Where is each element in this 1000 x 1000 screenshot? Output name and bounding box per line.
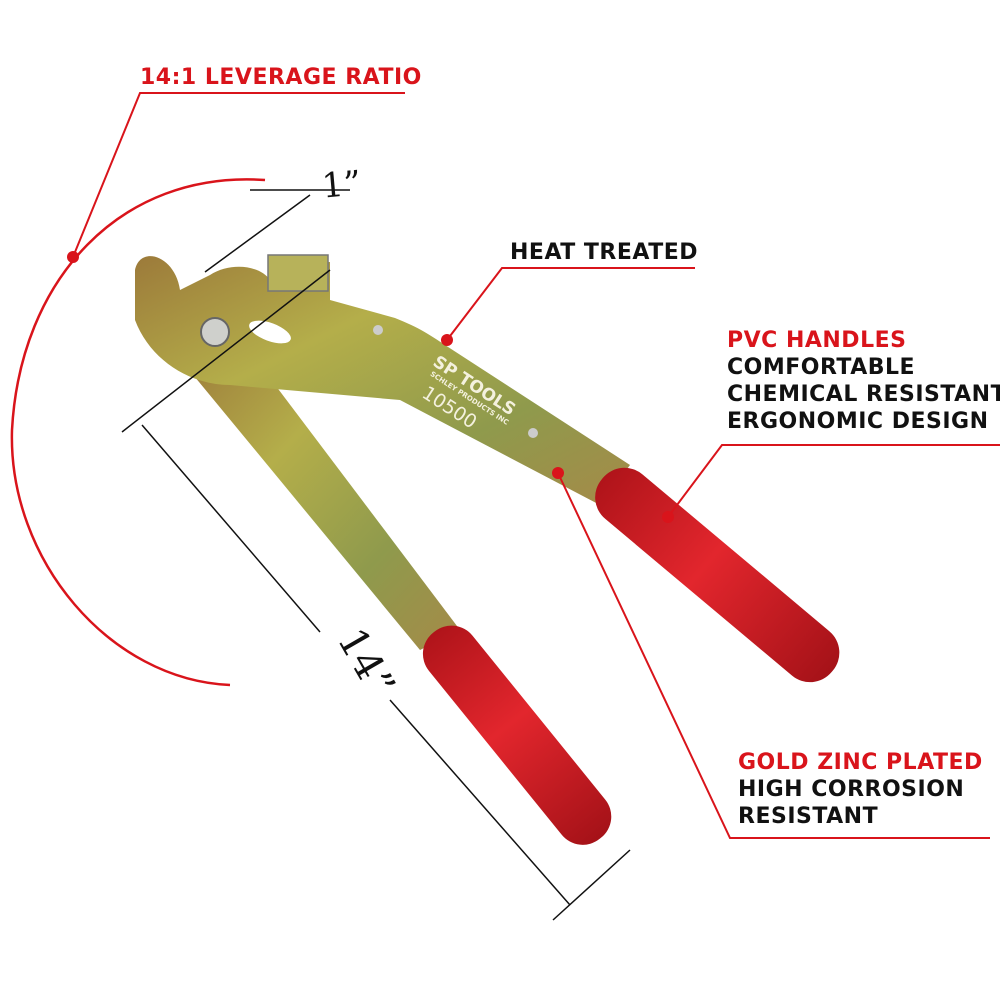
zinc-callout: GOLD ZINC PLATED HIGH CORROSION RESISTAN… (738, 749, 983, 830)
lower-arm (185, 345, 460, 650)
adjust-slot (249, 320, 291, 344)
pvc-line: CHEMICAL RESISTANT (727, 382, 1000, 407)
leverage-arc (10, 178, 266, 687)
rivet (373, 325, 383, 335)
callout-dots (67, 251, 674, 523)
upper-grip (595, 467, 840, 683)
rivet (528, 428, 538, 438)
zinc-title: GOLD ZINC PLATED (738, 750, 983, 775)
heat-title: HEAT TREATED (510, 240, 699, 265)
pvc-line: ERGONOMIC DESIGN (727, 409, 989, 434)
pvc-callout: PVC HANDLES COMFORTABLE CHEMICAL RESISTA… (727, 327, 1000, 435)
zinc-line: HIGH CORROSION (738, 777, 965, 802)
zinc-line: RESISTANT (738, 804, 879, 829)
lower-grip (422, 625, 612, 845)
pivot-bolt (200, 317, 230, 347)
pvc-line: COMFORTABLE (727, 355, 916, 380)
spring-clip (267, 254, 329, 292)
dimension-lines (121, 189, 631, 921)
jaw-dimension: 1” (320, 163, 363, 207)
leverage-title: 14:1 LEVERAGE RATIO (140, 65, 422, 90)
leader-lines (72, 92, 1000, 839)
upper-arm (135, 256, 630, 505)
pvc-title: PVC HANDLES (727, 328, 907, 353)
